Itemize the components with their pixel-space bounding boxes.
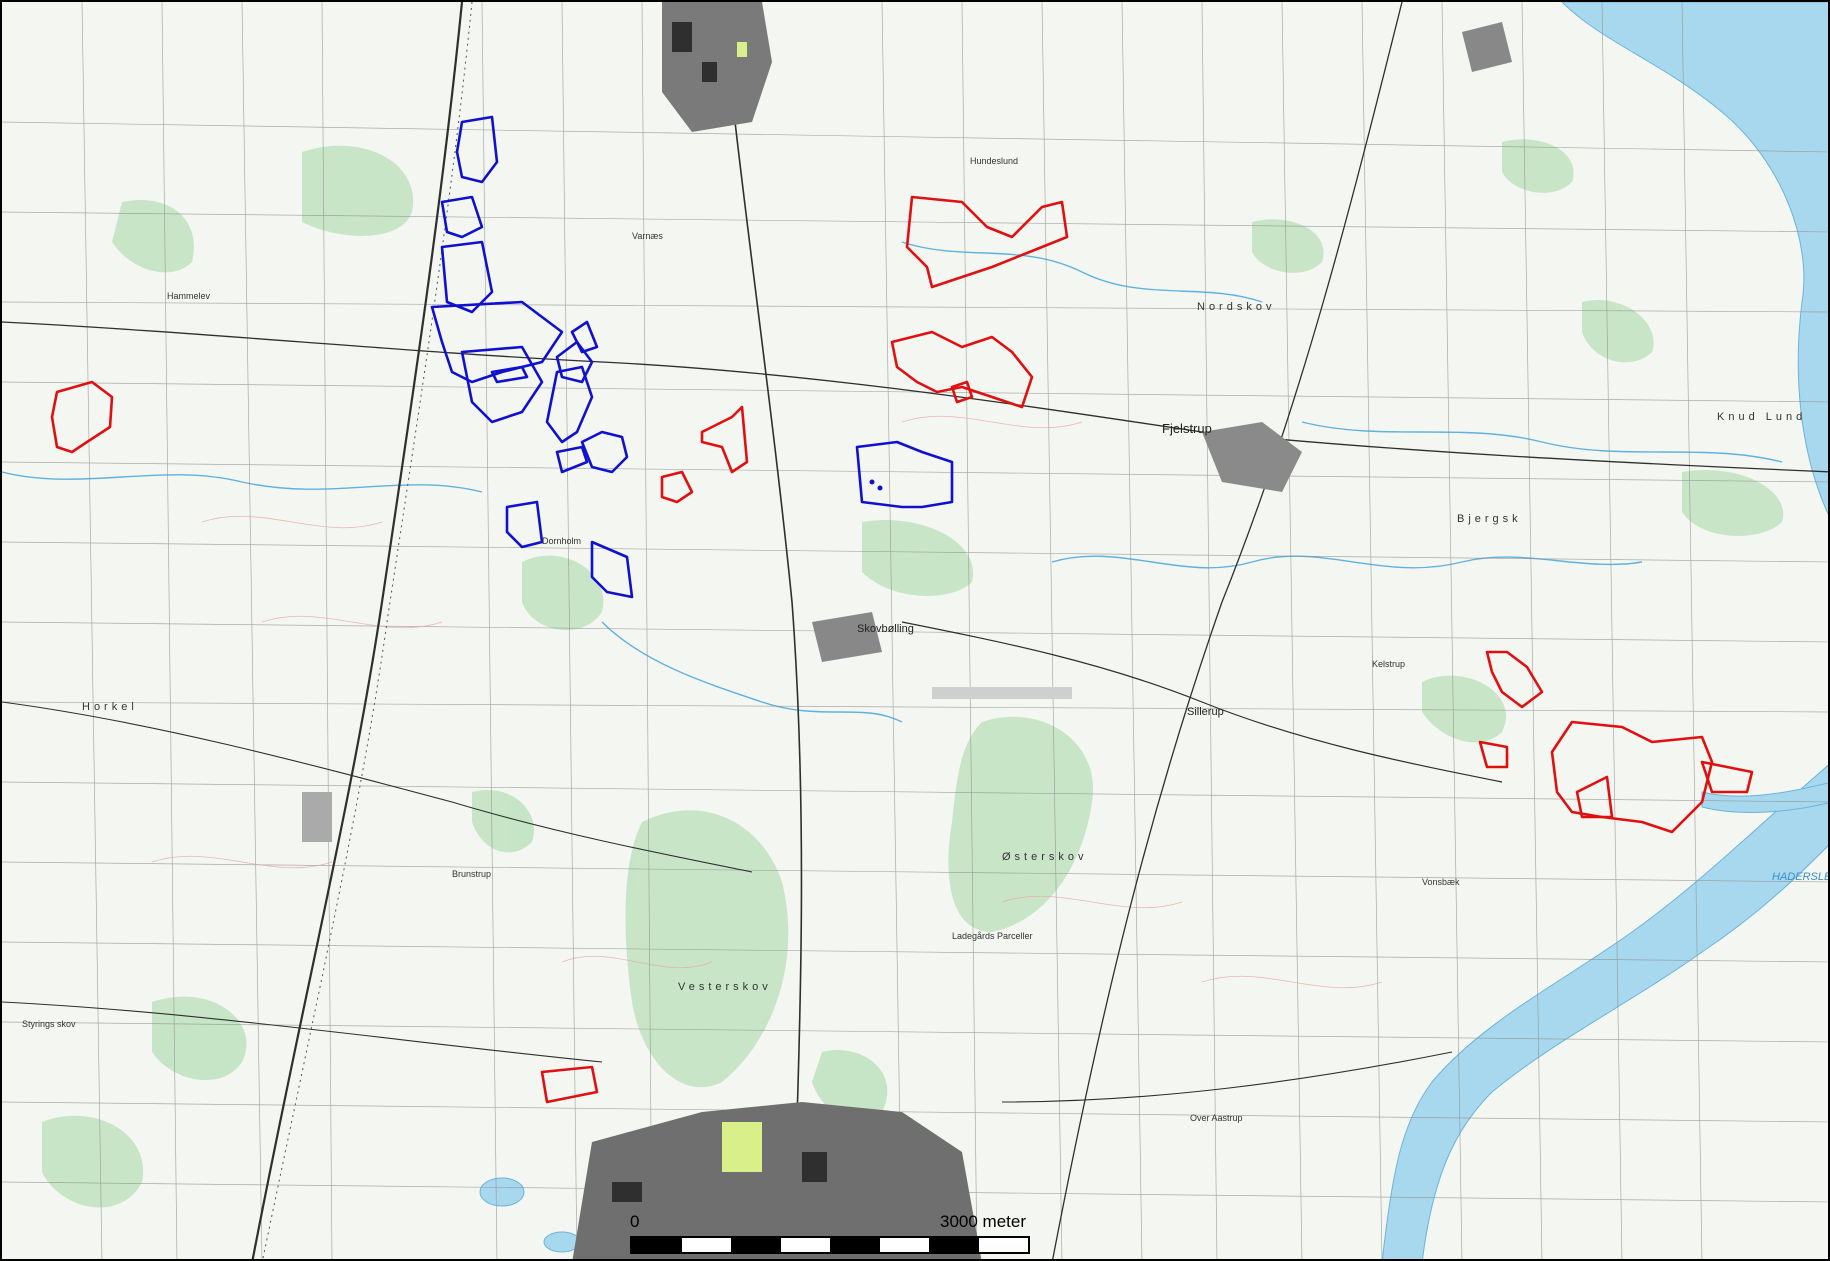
place-label: Ladegårds Parceller [952,931,1033,941]
place-label: Vonsbæk [1422,877,1460,887]
scale-segment [830,1238,880,1252]
scale-bar: 0 3000 meter [630,1212,1050,1259]
place-label-water: HADERSLEV FJORD [1772,871,1828,883]
place-label: Sillerup [1187,706,1224,718]
blue-parcel [505,500,544,549]
scale-segment [731,1238,781,1252]
scale-end-label: 3000 meter [940,1212,1026,1231]
red-parcel [660,470,694,504]
scale-segment [880,1238,930,1252]
red-parcel [950,380,974,404]
blue-parcel [570,320,599,354]
red-parcel [1700,760,1754,794]
place-label: Skovbølling [857,623,914,635]
red-parcel [700,405,749,474]
blue-parcel [455,115,499,184]
scale-segment [979,1238,1029,1252]
place-label: Dornholm [542,536,582,546]
blue-parcel [855,440,954,509]
place-label: Over Aastrup [1190,1113,1243,1123]
scale-segment [929,1238,979,1252]
place-label: Østerskov [1002,851,1088,863]
red-parcels[interactable] [50,195,1754,1104]
map-symbols [869,479,883,491]
red-parcel [1478,740,1509,769]
place-label: Hammelev [167,291,211,301]
water-layer [479,2,1828,1259]
scale-segment [682,1238,732,1252]
blue-parcel [555,340,594,384]
place-label: Horkel [82,701,138,713]
place-label: Brunstrup [452,869,492,879]
blue-parcel [460,345,544,424]
forest-layer [42,139,1784,1208]
contour-lines [151,415,1383,989]
urban-areas [302,2,1512,1259]
blue-parcel [555,445,589,474]
blue-parcel [440,240,494,314]
place-label: Vesterskov [678,981,772,993]
scale-start-label: 0 [630,1212,640,1231]
red-parcel [905,195,1069,289]
red-parcel [1575,775,1614,819]
blue-parcel [580,430,629,474]
red-parcel [890,330,1034,409]
blue-parcel [440,195,484,239]
place-label: Nordskov [1197,301,1276,313]
place-label: Hundeslund [970,156,1019,166]
place-label: Styrings skov [22,1019,76,1029]
scale-track [630,1236,1030,1254]
blue-parcels[interactable] [430,115,954,599]
blue-parcel [590,540,634,599]
blue-parcel [545,365,594,444]
scale-segment [781,1238,831,1252]
place-label: Bjergsk [1457,513,1522,525]
streams-layer [2,241,1783,723]
place-label: Knud Lund [1717,411,1807,423]
place-label: Kelstrup [1372,659,1406,669]
red-parcel [50,380,114,454]
place-label: Varnæs [632,231,663,241]
scale-segment [632,1238,682,1252]
red-parcel [540,1065,599,1104]
red-parcel [1485,650,1544,709]
blue-parcel [430,300,564,384]
place-label: Fjelstrup [1162,421,1212,436]
blue-parcel [490,365,529,384]
railway [262,2,473,1259]
red-parcel [1550,720,1714,834]
